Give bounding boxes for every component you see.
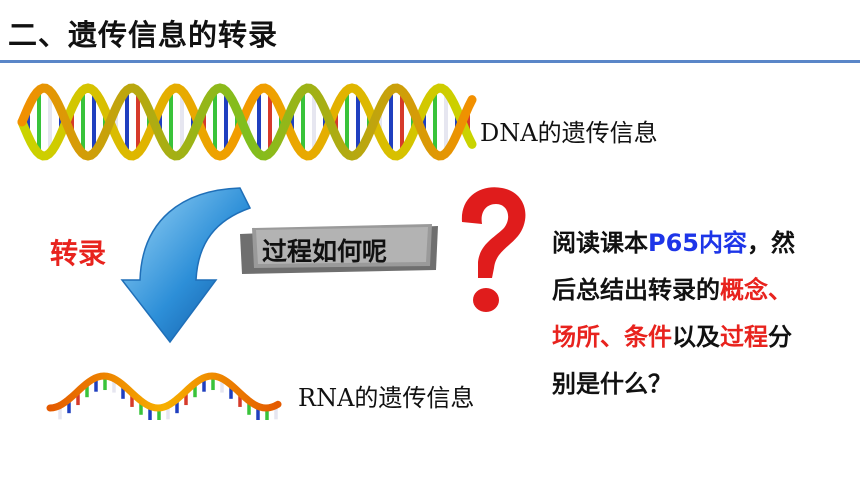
instruction-text: 阅读课本P65内容，然 后总结出转录的概念、 场所、条件以及过程分 别是什么？	[552, 220, 852, 408]
dna-helix-image	[17, 83, 477, 161]
instruction-line-4: 别是什么？	[552, 370, 672, 398]
curved-down-arrow-icon	[120, 187, 252, 344]
instruction-line-2: 后总结出转录的概念、	[552, 276, 792, 304]
page-title: 二、遗传信息的转录	[8, 18, 279, 52]
rna-strand-image	[46, 372, 282, 420]
question-mark-icon	[461, 187, 526, 312]
instruction-line-3: 场所、条件以及过程分	[552, 323, 792, 351]
banner-shape	[240, 224, 438, 274]
instruction-line-1: 阅读课本P65内容，然	[552, 229, 795, 257]
transcription-label: 转录	[50, 237, 107, 270]
title-divider	[0, 60, 860, 63]
dna-label: DNA的遗传信息	[480, 119, 658, 147]
banner-text: 过程如何呢	[262, 237, 388, 266]
rna-label: RNA的遗传信息	[298, 384, 475, 412]
